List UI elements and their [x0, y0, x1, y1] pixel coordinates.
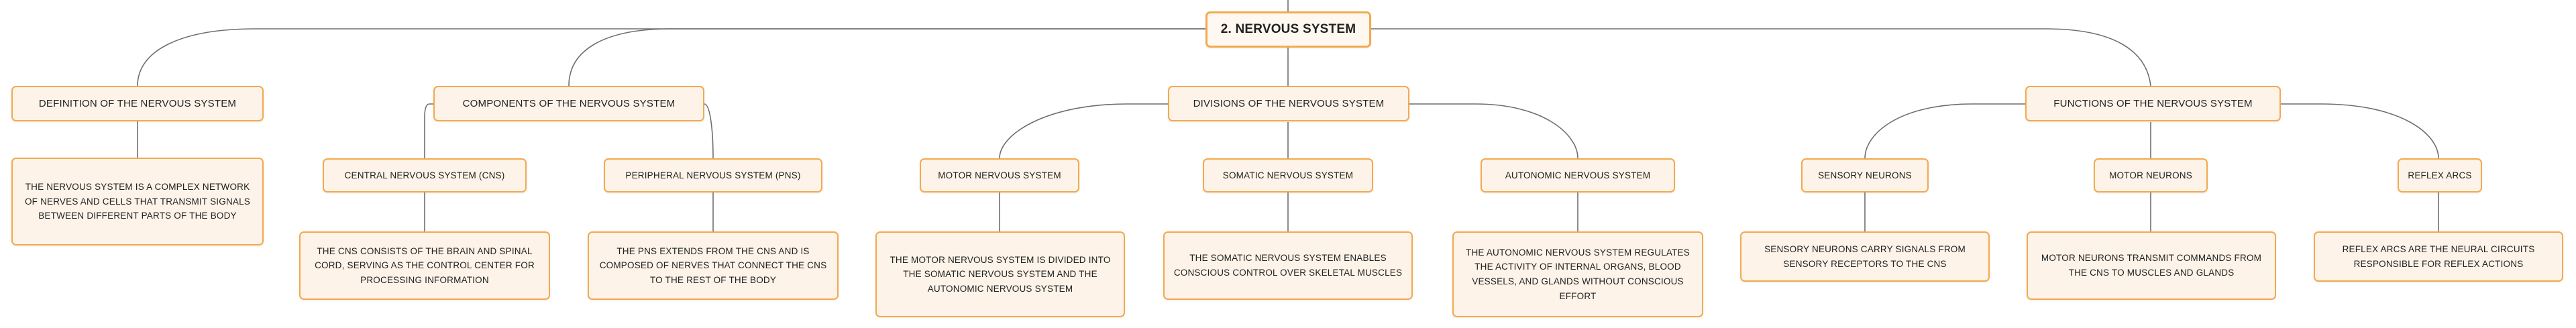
topic-components[interactable]: COMPONENTS OF THE NERVOUS SYSTEM — [433, 86, 704, 121]
subtopic-cns-label: CENTRAL NERVOUS SYSTEM (CNS) — [344, 170, 505, 180]
connector-divisions-motor — [999, 103, 1169, 159]
description-reflex-arcs-text: REFLEX ARCS ARE THE NEURAL CIRCUITS RESP… — [2342, 243, 2535, 269]
connector-divisions-autonomic — [1407, 103, 1578, 159]
connector-components-pns — [704, 103, 714, 159]
description-sensory-neurons-text: SENSORY NEURONS CARRY SIGNALS FROM SENSO… — [1764, 243, 1966, 269]
topic-definition-label: DEFINITION OF THE NERVOUS SYSTEM — [38, 98, 237, 109]
connector-root-functions — [1371, 28, 2151, 87]
description-sensory-neurons[interactable]: SENSORY NEURONS CARRY SIGNALS FROM SENSO… — [1740, 231, 1990, 282]
description-pns-text: THE PNS EXTENDS FROM THE CNS AND IS COMP… — [599, 245, 827, 285]
description-autonomic[interactable]: THE AUTONOMIC NERVOUS SYSTEM REGULATES T… — [1452, 231, 1703, 317]
subtopic-autonomic[interactable]: AUTONOMIC NERVOUS SYSTEM — [1481, 158, 1675, 193]
subtopic-sensory-neurons-label: SENSORY NEURONS — [1818, 170, 1912, 180]
root-label: 2. NERVOUS SYSTEM — [1220, 22, 1356, 36]
topic-definition[interactable]: DEFINITION OF THE NERVOUS SYSTEM — [11, 86, 264, 121]
connector-root-definition — [137, 28, 1206, 87]
subtopic-reflex-arcs-label: REFLEX ARCS — [2408, 170, 2472, 180]
root-node[interactable]: 2. NERVOUS SYSTEM — [1205, 11, 1371, 48]
subtopic-cns[interactable]: CENTRAL NERVOUS SYSTEM (CNS) — [323, 158, 527, 193]
subtopic-reflex-arcs[interactable]: REFLEX ARCS — [2398, 158, 2482, 193]
connector-functions-reflex — [2279, 103, 2439, 159]
subtopic-motor-nervous-system[interactable]: MOTOR NERVOUS SYSTEM — [920, 158, 1079, 193]
connector-root-components — [568, 28, 1206, 87]
description-cns-text: THE CNS CONSISTS OF THE BRAIN AND SPINAL… — [315, 245, 535, 285]
subtopic-somatic-label: SOMATIC NERVOUS SYSTEM — [1222, 170, 1354, 180]
subtopic-motor-nervous-system-label: MOTOR NERVOUS SYSTEM — [938, 170, 1061, 180]
description-definition[interactable]: THE NERVOUS SYSTEM IS A COMPLEX NETWORK … — [11, 158, 264, 245]
description-cns[interactable]: THE CNS CONSISTS OF THE BRAIN AND SPINAL… — [299, 231, 550, 300]
topic-functions-label: FUNCTIONS OF THE NERVOUS SYSTEM — [2053, 98, 2253, 109]
subtopic-sensory-neurons[interactable]: SENSORY NEURONS — [1801, 158, 1929, 193]
subtopic-somatic[interactable]: SOMATIC NERVOUS SYSTEM — [1203, 158, 1373, 193]
description-reflex-arcs[interactable]: REFLEX ARCS ARE THE NEURAL CIRCUITS RESP… — [2314, 231, 2563, 282]
topic-components-label: COMPONENTS OF THE NERVOUS SYSTEM — [462, 98, 676, 109]
subtopic-pns-label: PERIPHERAL NERVOUS SYSTEM (PNS) — [625, 170, 801, 180]
topic-divisions[interactable]: DIVISIONS OF THE NERVOUS SYSTEM — [1168, 86, 1409, 121]
subtopic-motor-neurons[interactable]: MOTOR NEURONS — [2094, 158, 2208, 193]
description-pns[interactable]: THE PNS EXTENDS FROM THE CNS AND IS COMP… — [588, 231, 839, 300]
description-somatic-text: THE SOMATIC NERVOUS SYSTEM ENABLES CONSC… — [1173, 253, 1403, 278]
topic-functions[interactable]: FUNCTIONS OF THE NERVOUS SYSTEM — [2025, 86, 2281, 121]
description-motor-nervous-system-text: THE MOTOR NERVOUS SYSTEM IS DIVIDED INTO… — [890, 254, 1111, 294]
description-motor-neurons-text: MOTOR NEURONS TRANSMIT COMMANDS FROM THE… — [2041, 253, 2262, 278]
subtopic-motor-neurons-label: MOTOR NEURONS — [2109, 170, 2192, 180]
description-motor-nervous-system[interactable]: THE MOTOR NERVOUS SYSTEM IS DIVIDED INTO… — [875, 231, 1125, 317]
connector-functions-sensory — [1864, 103, 2027, 159]
subtopic-pns[interactable]: PERIPHERAL NERVOUS SYSTEM (PNS) — [604, 158, 822, 193]
description-motor-neurons[interactable]: MOTOR NEURONS TRANSMIT COMMANDS FROM THE… — [2027, 231, 2276, 300]
connector-components-cns — [424, 103, 435, 158]
description-definition-text: THE NERVOUS SYSTEM IS A COMPLEX NETWORK … — [24, 182, 251, 221]
description-somatic[interactable]: THE SOMATIC NERVOUS SYSTEM ENABLES CONSC… — [1163, 231, 1413, 300]
topic-divisions-label: DIVISIONS OF THE NERVOUS SYSTEM — [1193, 98, 1385, 109]
subtopic-autonomic-label: AUTONOMIC NERVOUS SYSTEM — [1505, 170, 1651, 180]
description-autonomic-text: THE AUTONOMIC NERVOUS SYSTEM REGULATES T… — [1466, 247, 1690, 301]
